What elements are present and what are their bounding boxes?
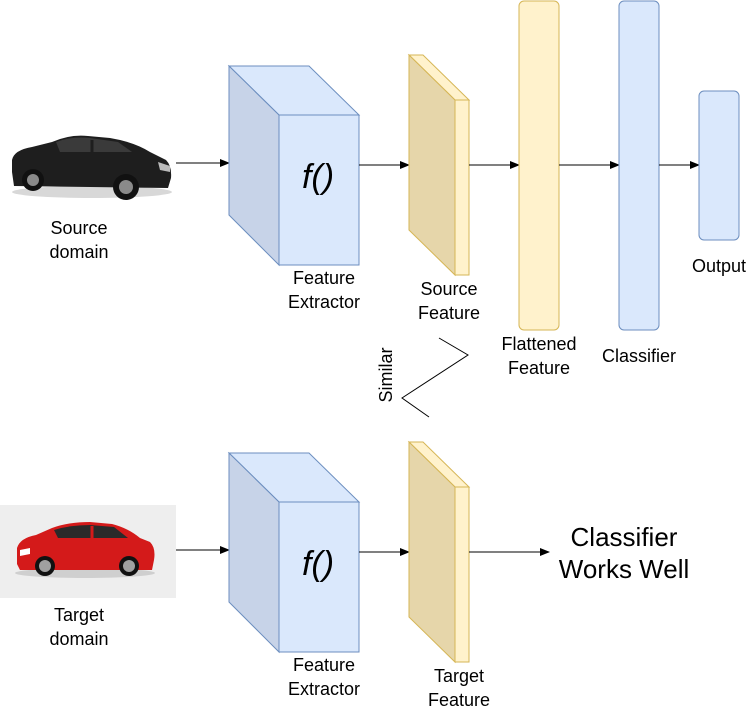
flattened-feature-label-line1: Flattened [501, 334, 576, 354]
source-feature-extractor-block [227, 64, 361, 267]
target-extractor-function: f() [302, 545, 334, 583]
source-domain-label-line2: domain [49, 242, 108, 262]
target-feature-label-line1: Target [434, 666, 484, 686]
source-feature-label-line1: Source [420, 279, 477, 299]
target-domain-label-line1: Target [54, 605, 104, 625]
target-feature-block [407, 440, 471, 664]
output-label: Output [692, 256, 746, 276]
source-domain-label-line1: Source [50, 218, 107, 238]
source-extractor-label-line2: Extractor [288, 292, 360, 312]
target-feature-extractor-block [227, 451, 361, 654]
source-extractor-function: f() [302, 158, 334, 196]
flattened-feature-label-line2: Feature [508, 358, 570, 378]
classifier-block [618, 0, 660, 331]
result-label-line1: Classifier [571, 522, 678, 552]
target-extractor-label-line2: Extractor [288, 679, 360, 699]
similar-connector-line [401, 337, 469, 418]
flattened-feature-block [518, 0, 560, 331]
result-label-line2: Works Well [559, 554, 690, 584]
source-feature-block [407, 53, 471, 277]
output-block [698, 90, 740, 241]
target-extractor-label-line1: Feature [293, 655, 355, 675]
similar-label: Similar [376, 347, 396, 402]
source-extractor-label-line1: Feature [293, 268, 355, 288]
target-car-image [0, 505, 176, 598]
classifier-label: Classifier [602, 346, 676, 366]
target-feature-label-line2: Feature [428, 690, 490, 710]
target-domain-label-line2: domain [49, 629, 108, 649]
source-car-image [12, 135, 172, 200]
source-feature-label-line2: Feature [418, 303, 480, 323]
